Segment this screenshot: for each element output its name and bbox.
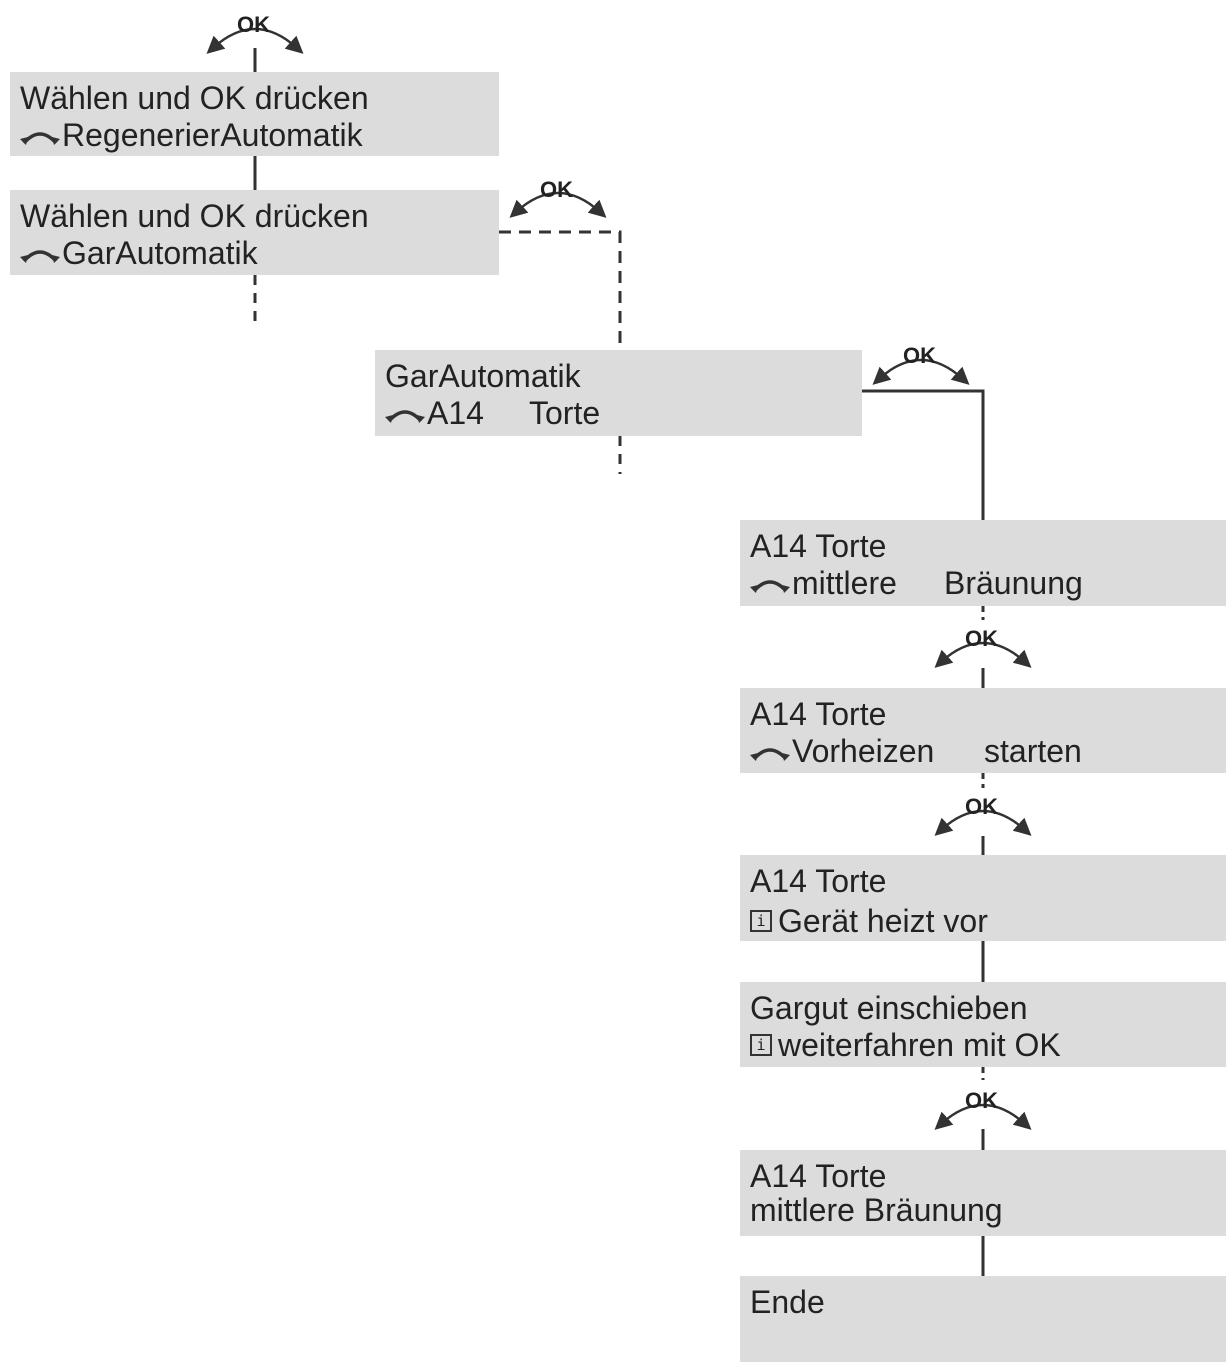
- box-line-1: Wählen und OK drücken: [20, 80, 369, 116]
- box-line-2: Gerät heizt vor: [778, 903, 988, 939]
- rotary-knob-icon: [20, 132, 60, 145]
- rotary-knob-icon: [750, 748, 790, 761]
- rotary-knob-icon: [385, 410, 425, 423]
- ok-label-3: OK: [903, 343, 936, 368]
- ok-label-5: OK: [965, 794, 998, 819]
- display-box-ende: Ende: [740, 1276, 1226, 1362]
- box-line-2a: A14: [427, 395, 484, 431]
- display-box-regenerier: Wählen und OK drücken RegenerierAutomati…: [10, 72, 499, 156]
- box-line-2a: mittlere: [792, 565, 897, 601]
- box-line-1: A14 Torte: [750, 863, 887, 899]
- box-line-1: Gargut einschieben: [750, 990, 1028, 1026]
- box-line-1: Ende: [750, 1284, 825, 1320]
- display-box-vorheizen: A14 Torte Vorheizen starten: [740, 688, 1226, 773]
- ok-label-4: OK: [965, 626, 998, 651]
- box-line-1: GarAutomatik: [385, 358, 581, 394]
- display-box-garautomatik-a14: GarAutomatik A14 Torte: [375, 350, 862, 436]
- ok-arrow-1: [206, 27, 304, 54]
- box-line-2a: Vorheizen: [792, 733, 935, 769]
- connector-2-3: [499, 230, 622, 350]
- rotary-knob-icon: [20, 250, 60, 263]
- box-line-2: weiterfahren mit OK: [778, 1027, 1061, 1063]
- rotary-knob-icon: [750, 580, 790, 593]
- display-box-garautomatik-select: Wählen und OK drücken GarAutomatik: [10, 190, 499, 275]
- ok-label-2: OK: [540, 177, 573, 202]
- box-line-2: RegenerierAutomatik: [62, 117, 363, 153]
- ok-arrow-2: [509, 191, 607, 218]
- ok-arrow-4: [934, 641, 1032, 668]
- display-box-heizt-vor: A14 Torte i Gerät heizt vor: [740, 855, 1226, 941]
- info-icon: i: [750, 1034, 772, 1056]
- box-line-2: mittlere Bräunung: [750, 1192, 1003, 1228]
- box-line-2: GarAutomatik: [62, 235, 258, 271]
- box-line-1: A14 Torte: [750, 696, 887, 732]
- box-line-2b: Torte: [529, 395, 601, 431]
- box-line-2b: starten: [984, 733, 1082, 769]
- ok-arrow-6: [934, 1103, 1032, 1130]
- box-line-1: A14 Torte: [750, 528, 887, 564]
- ok-arrow-5: [934, 809, 1032, 836]
- ok-label-1: OK: [237, 12, 270, 37]
- box-line-2b: Bräunung: [944, 565, 1083, 601]
- ok-label-6: OK: [965, 1088, 998, 1113]
- box-line-1: A14 Torte: [750, 1158, 887, 1194]
- box-line-1: Wählen und OK drücken: [20, 198, 369, 234]
- connector-3-4: [862, 389, 985, 520]
- display-box-result: A14 Torte mittlere Bräunung: [740, 1150, 1226, 1236]
- display-box-gargut-einschieben: Gargut einschieben i weiterfahren mit OK: [740, 982, 1226, 1067]
- display-box-braeunung: A14 Torte mittlere Bräunung: [740, 520, 1226, 606]
- ok-arrow-3: [872, 358, 970, 385]
- info-icon: i: [750, 910, 772, 932]
